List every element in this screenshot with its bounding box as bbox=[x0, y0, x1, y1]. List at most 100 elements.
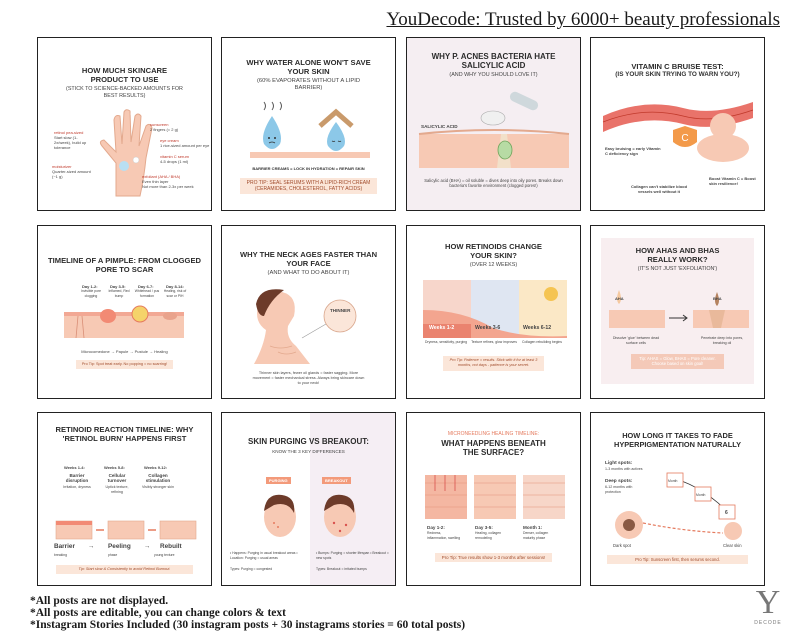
flow-barrier-sub: breaking bbox=[54, 553, 68, 557]
post-card-microneedling[interactable]: MICRONEEDLING HEALING TIMELINE: WHAT HAP… bbox=[406, 412, 581, 586]
label-exfoliant-frequency: Not more than 2-3x per week bbox=[142, 184, 194, 189]
post-title: SKIN PURGING VS BREAKOUT: bbox=[248, 437, 369, 446]
post-title: HOW LONG IT TAKES TO FADE HYPERPIGMENTAT… bbox=[613, 431, 741, 449]
label-sunscreen-amount: 2 fingers (= 2 g) bbox=[150, 127, 179, 132]
label-vitamin-c-amount: 4-5 drops (1 ml) bbox=[160, 159, 189, 164]
post-subtitle: (60% EVAPORATES WITHOUT A LIPID BARRIER) bbox=[256, 78, 361, 91]
pro-tip-box: Tip: Start slow & Consistently to avoid … bbox=[56, 565, 193, 575]
flow-peeling: Peeling bbox=[108, 543, 131, 550]
purging-description: • Happens: Purging in usual breakout are… bbox=[230, 551, 298, 560]
post-card-hyperpigmentation[interactable]: HOW LONG IT TAKES TO FADE HYPERPIGMENTAT… bbox=[590, 412, 765, 586]
calendar-month-6: 6 bbox=[725, 510, 728, 516]
light-spots-label: Light spots: bbox=[605, 461, 633, 466]
flow-rebuilt-sub: young texture bbox=[154, 553, 175, 557]
blood-vessel-illustration: C bbox=[602, 102, 754, 162]
post-card-skincare-amount[interactable]: HOW MUCH SKINCARE PRODUCT TO USE (STICK … bbox=[37, 37, 212, 211]
post-card-water-lipid[interactable]: WHY WATER ALONE WON'T SAVE YOUR SKIN (60… bbox=[221, 37, 396, 211]
flow-peeling-sub: phase bbox=[108, 553, 118, 557]
post-card-pimple-timeline[interactable]: TIMELINE OF A PIMPLE: FROM CLOGGED PORE … bbox=[37, 225, 212, 399]
day-3-label: Month 1: bbox=[523, 525, 543, 530]
salicylic-acid-label: SALICYLIC ACID bbox=[421, 124, 458, 129]
post-card-retinoid-reaction[interactable]: RETINOID REACTION TIMELINE: WHY 'RETINOL… bbox=[37, 412, 212, 586]
post-subtitle: (STICK TO SCIENCE-BACKED AMOUNTS FOR BES… bbox=[66, 86, 183, 99]
day-1-text: Invisible pore clogging bbox=[81, 289, 101, 298]
flow-barrier: Barrier bbox=[54, 543, 75, 550]
calendar-month-2: Month bbox=[696, 493, 706, 497]
purging-label: PURGING bbox=[266, 477, 291, 484]
post-card-ahas-bhas[interactable]: HOW AHAS AND BHAS REALLY WORK? (IT'S NOT… bbox=[590, 225, 765, 399]
week-2-heading: Cellular turnover bbox=[107, 473, 127, 483]
breakout-label: BREAKOUT bbox=[322, 477, 351, 484]
week-2-label: Weeks 3-6 bbox=[475, 325, 501, 331]
label-retinol-amount: Start slow (1-2x/week), build up toleran… bbox=[54, 135, 87, 150]
deep-spots-text: 6-12 months with protection bbox=[605, 485, 633, 494]
skin-layers-illustration bbox=[425, 475, 565, 519]
note-collagen: Collagen can't stabilize blood vessels w… bbox=[630, 184, 688, 194]
day-1-label: Day 1-2: bbox=[82, 284, 98, 289]
caption: Salicylic acid (BHA) = oil soluble = div… bbox=[424, 178, 563, 188]
footer-note-2: *All posts are editable, you can change … bbox=[30, 607, 286, 619]
right-panel bbox=[310, 413, 395, 585]
label-retinol: retinol pea-sized bbox=[54, 130, 84, 135]
day-2-label: Day 3-5: bbox=[110, 284, 126, 289]
pro-tip-box: Tip: AHAS = Glow, BHAS = Pore cleaner. C… bbox=[631, 354, 724, 369]
clear-skin-label: Clear skin bbox=[723, 543, 742, 548]
skin-layers-illustration bbox=[55, 520, 197, 540]
light-spots-text: 1-3 months with actives bbox=[605, 467, 643, 471]
week-3-text: Visibly stronger skin bbox=[142, 485, 174, 489]
pimple-stages-illustration bbox=[64, 305, 184, 339]
calendar-month-1: Month bbox=[668, 479, 678, 483]
post-title: WHY THE NECK AGES FASTER THAN YOUR FACE bbox=[239, 250, 378, 268]
week-2-text: Texture refines, glow improves bbox=[471, 340, 517, 344]
svg-text:C: C bbox=[681, 133, 688, 144]
pro-tip-box: PRO TIP: SEAL SERUMS WITH A LIPID-RICH C… bbox=[240, 178, 377, 194]
label-eye-cream-amount: 1 rice-sized amount per eye bbox=[160, 143, 210, 148]
post-title: RETINOID REACTION TIMELINE: WHY 'RETINOL… bbox=[55, 425, 194, 443]
note-easy-bruising: Easy bruising = early Vitamin C deficien… bbox=[605, 146, 661, 156]
post-title: WHAT HAPPENS BENEATH THE SURFACE? bbox=[441, 439, 546, 457]
post-card-vitamin-c[interactable]: VITAMIN C BRUISE TEST: (IS YOUR SKIN TRY… bbox=[590, 37, 765, 211]
post-card-purging-vs-breakout[interactable]: SKIN PURGING VS BREAKOUT: KNOW THE 3 KEY… bbox=[221, 412, 396, 586]
woman-neck-illustration bbox=[254, 289, 357, 364]
label-sunscreen: sunscreen bbox=[150, 122, 169, 127]
post-card-retinoids-change[interactable]: HOW RETINOIDS CHANGE YOUR SKIN? (OVER 12… bbox=[406, 225, 581, 399]
thinner-badge: THINNER bbox=[330, 308, 351, 313]
day-1-label: Day 1-2: bbox=[427, 525, 445, 530]
post-overline: MICRONEEDLING HEALING TIMELINE: bbox=[447, 431, 540, 437]
day-3-label: Day 6-7: bbox=[138, 284, 154, 289]
breakout-description: • Bumps: Purging = shorter lifespan • Br… bbox=[316, 551, 389, 560]
deep-spots-label: Deep spots: bbox=[605, 479, 633, 484]
logo-letter: Y bbox=[755, 584, 781, 621]
flow-arrow-1: → bbox=[88, 543, 95, 550]
week-1-label: Weeks 1-2 bbox=[429, 325, 455, 331]
flow-rebuilt: Rebuilt bbox=[160, 543, 182, 550]
caption: BARRIER CREAMS = LOCK IN HYDRATION = REP… bbox=[252, 166, 365, 171]
bacteria-illustration bbox=[418, 91, 570, 168]
week-3-heading: Collagen stimulation bbox=[145, 473, 171, 483]
label-exfoliant-amount: Even thin layer bbox=[142, 179, 169, 184]
breakout-types: Types: Breakout = irritated bumps bbox=[316, 567, 367, 571]
day-2-text: Inflamed, Red bump bbox=[108, 289, 130, 298]
post-subtitle: (OVER 12 WEEKS) bbox=[469, 262, 518, 268]
hand-illustration bbox=[99, 109, 153, 197]
post-subtitle: KNOW THE 3 KEY DIFFERENCES bbox=[272, 449, 345, 454]
purging-types: Types: Purging = congested bbox=[230, 567, 273, 571]
week-1-text: Irritation, dryness bbox=[63, 485, 91, 489]
label-moisturizer-amount: Quarter-sized amount (~1 g) bbox=[52, 169, 91, 179]
post-card-salicylic-acid[interactable]: WHY P. acnes BACTERIA HATE SALICYLIC ACI… bbox=[406, 37, 581, 211]
note-boost: Boost Vitamin C = Boost skin resilience! bbox=[709, 176, 756, 186]
bha-label: BHA bbox=[713, 296, 722, 301]
post-subtitle: (IS YOUR SKIN TRYING TO WARN YOU?) bbox=[615, 71, 740, 78]
faces-illustration bbox=[264, 494, 356, 537]
day-3-text: Whitehead / pus formation bbox=[134, 289, 160, 298]
week-3-text: Collagen rebuilding begins bbox=[522, 340, 562, 344]
logo-wordmark: DECODE bbox=[754, 620, 782, 626]
aha-bha-illustration bbox=[609, 290, 749, 328]
day-2-label: Day 3-5: bbox=[475, 525, 493, 530]
fading-spot-illustration bbox=[615, 472, 742, 540]
post-title: HOW AHAS AND BHAS REALLY WORK? bbox=[635, 246, 720, 264]
week-1-label: Weeks 1-4: bbox=[64, 465, 85, 470]
post-card-neck-aging[interactable]: WHY THE NECK AGES FASTER THAN YOUR FACE … bbox=[221, 225, 396, 399]
post-title: WHY P. acnes BACTERIA HATE SALICYLIC ACI… bbox=[431, 52, 556, 70]
posts-grid: HOW MUCH SKINCARE PRODUCT TO USE (STICK … bbox=[37, 37, 765, 589]
